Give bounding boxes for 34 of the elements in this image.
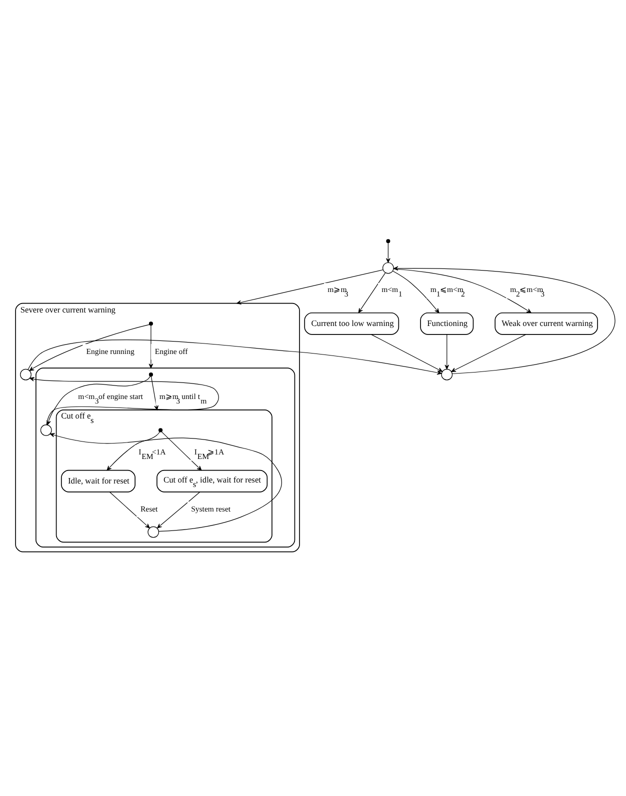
- node-box: Functioning: [420, 312, 474, 335]
- arrow: [46, 376, 151, 426]
- arrow: [28, 340, 442, 375]
- node-dot: [386, 239, 390, 244]
- arrow: [148, 325, 154, 368]
- arrow: [386, 242, 390, 263]
- node-dot: [148, 322, 153, 326]
- arrow: [150, 376, 158, 410]
- node-circle: [148, 526, 160, 538]
- arrow: [236, 270, 384, 305]
- node-box: Current too low warning: [304, 312, 400, 335]
- node-box: Idle, wait for reset: [60, 470, 136, 492]
- arrow: [451, 334, 526, 372]
- node-dot: [158, 428, 163, 432]
- node-box: Weak over current warning: [494, 312, 598, 335]
- arrow: [392, 270, 440, 314]
- arrow: [106, 432, 160, 471]
- arrow: [358, 272, 386, 313]
- arrow: [393, 266, 615, 374]
- cluster: [36, 368, 296, 548]
- arrow: [157, 492, 200, 528]
- node-dot: [148, 372, 153, 377]
- arrow: [30, 377, 219, 426]
- arrow: [161, 432, 202, 471]
- arrow: [50, 433, 282, 532]
- arrow: [393, 268, 532, 313]
- arrow: [444, 334, 450, 370]
- node-circle: [40, 424, 52, 436]
- node-circle: [20, 368, 32, 380]
- arrow: [29, 324, 150, 372]
- node-circle: [441, 368, 453, 380]
- arrow: [109, 492, 150, 528]
- arrow: [371, 334, 443, 372]
- node-circle: [382, 262, 394, 274]
